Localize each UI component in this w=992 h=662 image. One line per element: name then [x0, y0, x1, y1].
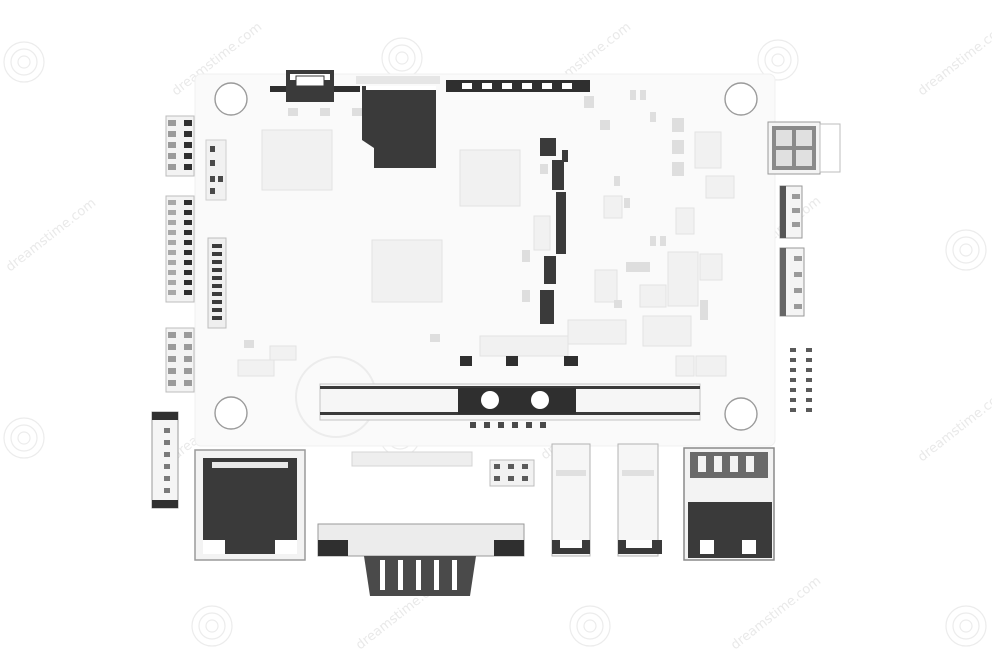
right-connector-upper	[779, 185, 803, 239]
right-connector-lower	[779, 247, 805, 317]
right-terminal-block	[767, 121, 841, 175]
usb-a-port	[683, 447, 775, 561]
memory-slot	[319, 356, 701, 428]
mounting-hole-bottom-right	[724, 397, 758, 431]
db-serial-connector	[317, 523, 525, 596]
audio-jack-right	[617, 443, 662, 557]
left-side-connector	[151, 411, 179, 509]
watermark-text: dreamstime.com	[3, 196, 99, 276]
left-pin-header-lower	[165, 327, 195, 393]
audio-jack-left	[551, 443, 591, 557]
sd-card-slot	[356, 76, 440, 168]
faint-components	[237, 129, 735, 377]
mounting-holes	[214, 82, 758, 431]
mounting-hole-top-left	[214, 82, 248, 116]
vertical-connector	[540, 138, 568, 324]
watermark-text: dreamstime.com	[728, 574, 824, 654]
left-inner-connector	[205, 139, 227, 329]
watermark-text: dreamstime.com	[915, 386, 992, 466]
ethernet-jack	[194, 449, 306, 561]
left-pin-header-middle	[165, 195, 195, 303]
right-pin-rows	[790, 348, 812, 412]
mounting-hole-top-right	[724, 82, 758, 116]
watermark-text: dreamstime.com	[915, 20, 992, 100]
mounting-hole-bottom-left	[214, 396, 248, 430]
small-components	[244, 90, 708, 348]
pcb-board	[194, 73, 776, 447]
micro-usb-connector	[270, 70, 360, 102]
top-pin-header	[446, 80, 590, 92]
lower-center-components	[351, 451, 535, 487]
left-pin-header-upper	[165, 115, 195, 177]
